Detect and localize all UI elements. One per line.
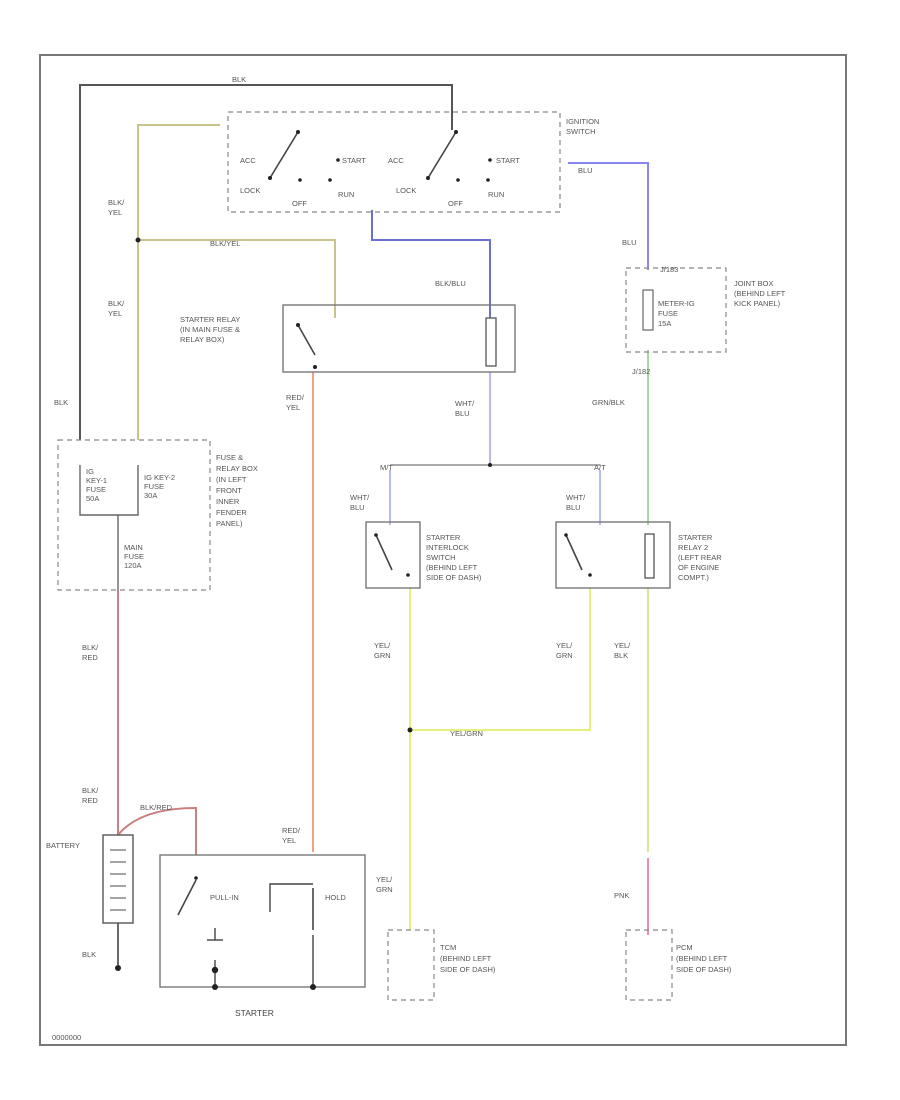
label-blk-red-top: BLK/RED [82, 643, 99, 662]
tcm-box [387, 929, 435, 1001]
label-blk-red-bottom: BLK/RED [82, 786, 99, 805]
wire-blk-yel-top [137, 124, 220, 440]
interlock-switch-label: STARTER INTERLOCK SWITCH (BEHIND LEFT SI… [426, 533, 482, 582]
fuse-key1-label: IG KEY-1 FUSE 50A [86, 467, 109, 503]
ignition-switch: ACC START LOCK OFF RUN ACC START LOCK OF… [227, 111, 561, 213]
wire-yel-grn-right [410, 588, 591, 731]
label-red-yel-bottom: RED/YEL [282, 826, 301, 845]
fuse-relay-box [57, 439, 211, 591]
starter-relay-2 [555, 521, 671, 589]
label-grn-blk: GRN/BLK [592, 398, 625, 407]
joint-connector-top: J/183 [660, 265, 678, 274]
label-blk-yel-mid: BLK/YEL [210, 239, 240, 248]
starter-relay-2-label: STARTER RELAY 2 (LEFT REAR OF ENGINE COM… [678, 533, 724, 582]
starter-relay-2-coil [644, 533, 655, 579]
hold-label: HOLD [325, 893, 346, 902]
label-yel-grn-join: YEL/GRN [450, 729, 483, 738]
label-blk-yel-left: BLK/YEL [108, 299, 125, 318]
label-blk-yel-top: BLK/YEL [108, 198, 125, 217]
ign-label-run-1: RUN [338, 190, 354, 199]
ignition-switch-line-1: IGNITION [566, 117, 599, 126]
ign-label-run-2: RUN [488, 190, 504, 199]
ign-label-acc-1: ACC [240, 156, 256, 165]
label-wht-blu-right: WHT/BLU [566, 493, 586, 512]
ign-label-start-1: START [342, 156, 366, 165]
pcm-label: PCM (BEHIND LEFT SIDE OF DASH) [676, 943, 732, 974]
label-wht-blu-left: WHT/BLU [350, 493, 370, 512]
wire-blk-red-starter [117, 806, 197, 855]
label-blu-right: BLU [622, 238, 637, 247]
label-wht-blu-mid: WHT/BLU [455, 399, 475, 418]
diagram-border [39, 54, 847, 1046]
wire-blk-top [79, 84, 453, 440]
ign-label-lock-1: LOCK [240, 186, 260, 195]
pull-in-label: PULL-IN [210, 893, 239, 902]
label-blk-red-short: BLK/RED [140, 803, 173, 812]
junction-wht-blu [488, 463, 492, 467]
label-blk-left: BLK [54, 398, 68, 407]
label-yel-blk: YEL/BLK [614, 641, 631, 660]
joint-box [625, 267, 727, 353]
label-yel-grn-mid: YEL/GRN [556, 641, 573, 660]
battery [102, 834, 134, 924]
battery-label: BATTERY [46, 841, 80, 850]
label-blk-top: BLK [232, 75, 246, 84]
fuse-relay-box-label: FUSE & RELAY BOX (IN LEFT FRONT INNER FE… [216, 453, 260, 528]
label-yel-grn-bottom: YEL/GRN [376, 875, 393, 894]
starter-interlock-switch [365, 521, 421, 589]
wire-fuse-internal [79, 465, 139, 590]
joint-box-label: JOINT BOX (BEHIND LEFT KICK PANEL) [734, 279, 787, 308]
joint-connector-bottom: J/182 [632, 367, 650, 376]
ignition-switch-label: IGNITION SWITCH [566, 117, 601, 136]
main-fuse-label: MAIN FUSE 120A [124, 543, 146, 570]
label-at: A/T [594, 463, 606, 472]
ign-label-start-2: START [496, 156, 520, 165]
ign-label-lock-2: LOCK [396, 186, 416, 195]
junction-yel-grn [407, 727, 413, 733]
ground-point-battery [115, 965, 121, 971]
junction-blk-yel [135, 237, 141, 243]
ign-label-off-1: OFF [292, 199, 307, 208]
ignition-switch-line-2: SWITCH [566, 127, 596, 136]
starter-relay-coil [485, 317, 497, 367]
label-yel-grn-left: YEL/GRN [374, 641, 391, 660]
label-blk-ground: BLK [82, 950, 96, 959]
label-blu-top: BLU [578, 166, 593, 175]
fuse-key2-label: IG KEY-2 FUSE 30A [144, 473, 177, 500]
label-blk-blu: BLK/BLU [435, 279, 466, 288]
starter-relay-label: STARTER RELAY (IN MAIN FUSE & RELAY BOX) [180, 315, 242, 344]
ign-label-off-2: OFF [448, 199, 463, 208]
wire-blk-blu [371, 210, 491, 318]
starter-motor [159, 854, 366, 990]
footer-code: 0000000 [52, 1033, 81, 1042]
starter-label: STARTER [235, 1008, 274, 1018]
wire-blu [568, 162, 649, 270]
pcm-box [625, 929, 673, 1001]
label-mt: M/T [380, 463, 393, 472]
tcm-label: TCM (BEHIND LEFT SIDE OF DASH) [440, 943, 496, 974]
label-red-yel-top: RED/YEL [286, 393, 305, 412]
starter-relay [282, 304, 516, 373]
ign-label-acc-2: ACC [388, 156, 404, 165]
wire-blk-yel-mid [138, 239, 336, 318]
label-pnk: PNK [614, 891, 629, 900]
meter-fuse-label: METER-IG FUSE 15A [658, 299, 697, 328]
